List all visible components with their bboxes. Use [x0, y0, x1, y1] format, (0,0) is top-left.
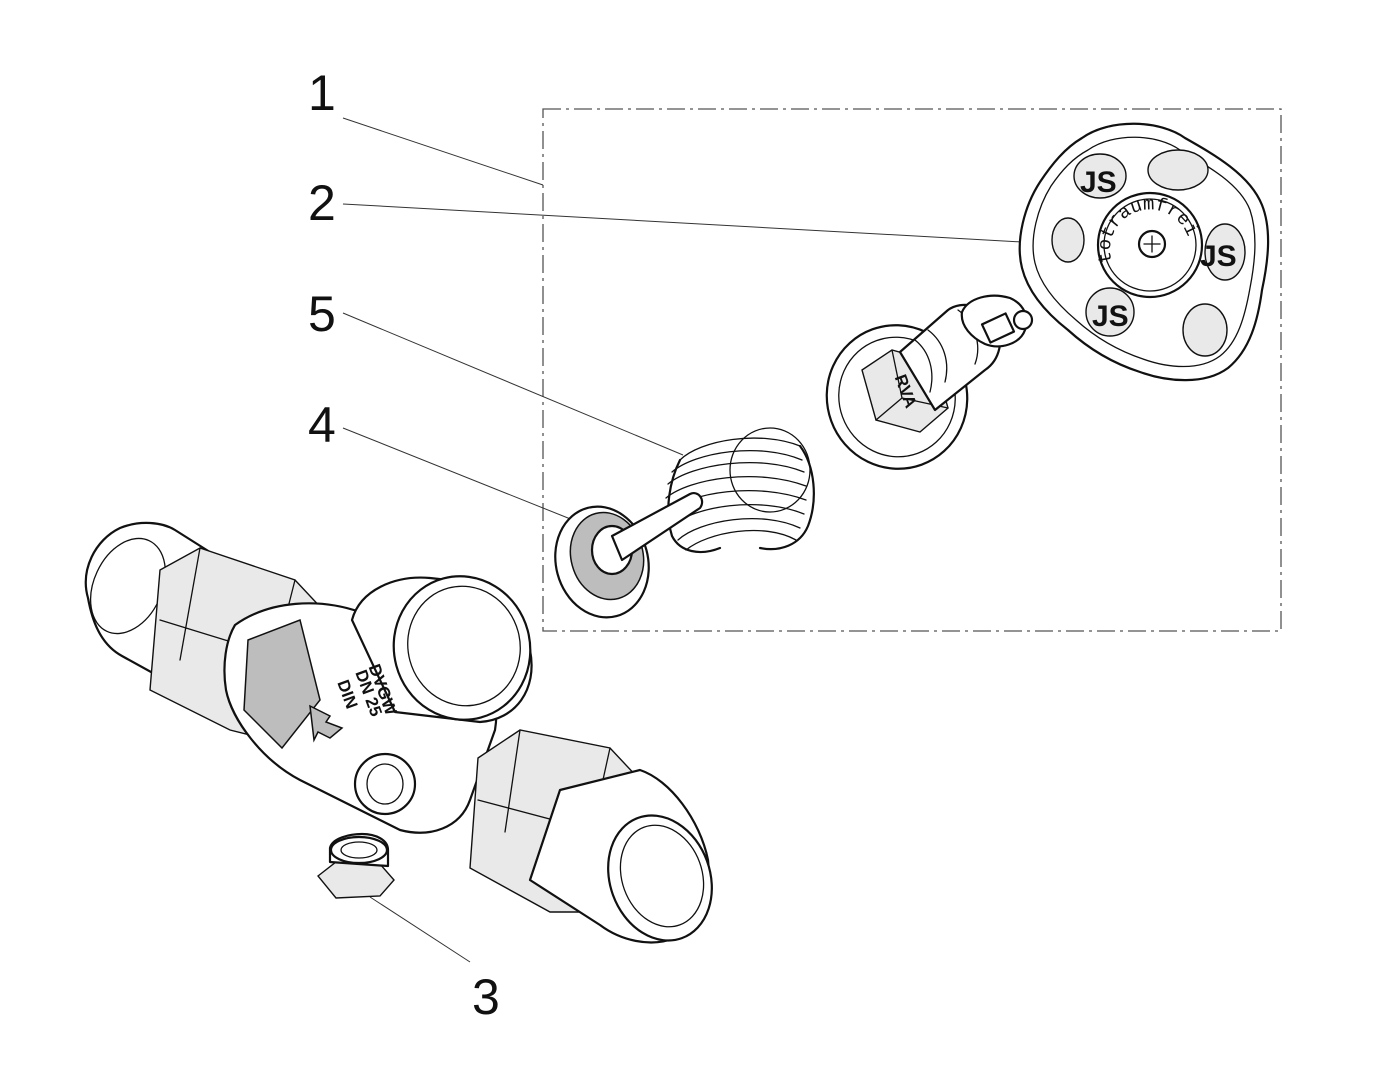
callout-3: 3 — [369, 896, 500, 1025]
valve-body-ribs — [243, 618, 321, 750]
callout-1-label: 1 — [308, 65, 336, 121]
valve-disc-stem — [610, 492, 704, 562]
spring-coils — [665, 437, 807, 551]
valve-body-right-pipe-mouth — [607, 814, 713, 942]
valve-body-drain-port — [353, 752, 417, 816]
callout-1-leader — [342, 117, 544, 186]
callout-2-label: 2 — [308, 175, 336, 231]
handwheel-window-right — [1204, 223, 1246, 281]
callout-2: 2 — [308, 175, 1023, 243]
assembly-group-frame — [542, 108, 1282, 632]
handwheel-cap-ring — [1103, 198, 1197, 292]
handwheel-logo-top: JS — [1080, 166, 1117, 199]
callout-5-leader — [342, 312, 684, 456]
drain-plug — [317, 832, 395, 899]
handwheel-window-top-left — [1073, 153, 1127, 199]
valve-body-neck-opening — [392, 575, 532, 721]
drain-plug-top-inner — [340, 841, 378, 859]
valve-body: DVGW DN 25 DIN — [84, 521, 713, 944]
handwheel-logo-bottom: JS — [1092, 300, 1129, 333]
valve-body-right-pipe-mouth-inner — [619, 824, 705, 928]
callout-1: 1 — [308, 65, 544, 186]
handwheel-window-top-right — [1147, 149, 1209, 191]
callout-5: 5 — [308, 286, 684, 456]
bonnet-assembly: RVA — [825, 294, 1034, 470]
callout-5-label: 5 — [308, 286, 336, 342]
handwheel: JS JS JS totraumfrei — [1018, 122, 1270, 382]
valve-body-neck-opening-inner — [407, 585, 521, 707]
valve-disc — [554, 492, 704, 619]
handwheel-logo-right: JS — [1200, 240, 1237, 273]
bonnet-spindle-pin — [1012, 309, 1034, 331]
spring — [665, 427, 815, 554]
valve-body-drain-port-inner — [366, 763, 404, 805]
drain-plug-hex — [317, 861, 395, 899]
handwheel-window-bottom-left — [1085, 287, 1135, 337]
callout-2-leader — [342, 203, 1023, 243]
flow-arrow-icon — [309, 704, 344, 743]
drain-plug-top — [329, 835, 389, 865]
callout-3-leader — [369, 896, 471, 963]
callout-4-label: 4 — [308, 397, 336, 453]
callout-3-label: 3 — [472, 969, 500, 1025]
callout-4: 4 — [308, 397, 574, 521]
callout-4-leader — [342, 427, 574, 521]
handwheel-window-left — [1051, 217, 1085, 263]
spring-top-ring — [729, 427, 811, 513]
bonnet-spindle-square — [980, 312, 1016, 344]
handwheel-window-bottom-right — [1182, 303, 1228, 357]
